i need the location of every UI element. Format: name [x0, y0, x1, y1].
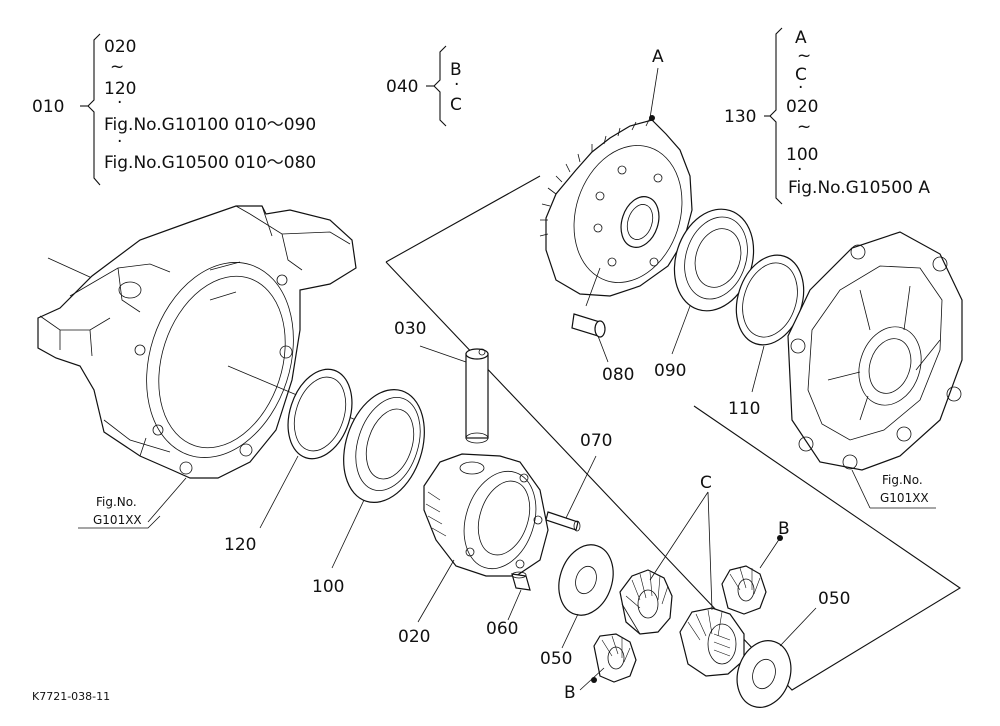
- figref-right-line1: Fig.No.: [882, 473, 923, 487]
- group-040-line: C: [450, 95, 462, 115]
- bolt-080: [571, 313, 609, 363]
- group-040-bracket: 040 B · C: [386, 45, 462, 127]
- bearing-100: [331, 389, 425, 569]
- shim-110: [735, 254, 805, 393]
- group-010-line: ·: [117, 132, 122, 152]
- group-130-line: ·: [797, 160, 802, 180]
- group-010-line: Fig.No.G10100 010～090: [104, 115, 316, 135]
- callout-030: 030: [394, 319, 426, 339]
- group-040-ref: 040: [386, 77, 418, 97]
- group-130-line: A: [795, 28, 807, 48]
- callout-020: 020: [398, 627, 430, 647]
- side-gear-c-lower: [679, 607, 745, 677]
- callout-a: A: [652, 47, 664, 67]
- group-010-line: ~: [110, 57, 124, 77]
- group-130-line: ~: [797, 117, 811, 137]
- callout-leaders: [579, 115, 783, 691]
- figref-left-line2: G101XX: [93, 513, 142, 527]
- pinion-gear-b-lower: [593, 633, 637, 683]
- callout-070: 070: [580, 431, 612, 451]
- drawing-code: K7721-038-11: [32, 690, 110, 703]
- group-010-line: 020: [104, 37, 136, 57]
- figref-right-line2: G101XX: [880, 491, 929, 505]
- group-130-line: ·: [798, 78, 803, 98]
- callout-dot: [649, 115, 655, 121]
- group-040-line: B: [450, 60, 462, 80]
- callout-c: C: [700, 473, 712, 493]
- group-010-line: ·: [117, 93, 122, 113]
- gear-case-housing: [37, 205, 357, 479]
- group-010-line: 120: [104, 79, 136, 99]
- assembly-outline: [385, 175, 962, 691]
- callout-050-left: 050: [540, 649, 572, 669]
- group-040-line: ·: [454, 75, 459, 95]
- callout-110: 110: [728, 399, 760, 419]
- housing-cover-right: [787, 231, 963, 471]
- callout-dot: [777, 535, 783, 541]
- callout-dot: [591, 677, 597, 683]
- figref-left: Fig.No. G101XX: [78, 477, 187, 529]
- group-130-line: ~: [797, 46, 811, 66]
- thrust-washer-050-right: [736, 607, 817, 708]
- callout-120: 120: [224, 535, 256, 555]
- callout-090: 090: [654, 361, 686, 381]
- figref-right: Fig.No. G101XX: [851, 469, 936, 509]
- pin-030: [419, 345, 489, 444]
- shim-120: [259, 368, 353, 529]
- callout-100: 100: [312, 577, 344, 597]
- callout-080: 080: [602, 365, 634, 385]
- ring-gear-a: [539, 67, 693, 307]
- callout-050-right: 050: [818, 589, 850, 609]
- group-130-line: 100: [786, 145, 818, 165]
- group-010-ref: 010: [32, 97, 64, 117]
- pinion-gear-b-upper: [721, 565, 767, 615]
- dowel-060: [507, 571, 531, 621]
- group-130-ref: 130: [724, 107, 756, 127]
- group-130-line: C: [795, 65, 807, 85]
- callout-b-upper: B: [778, 519, 790, 539]
- group-130-line: 020: [786, 97, 818, 117]
- differential-case-020: [417, 453, 549, 623]
- side-gear-c-upper: [619, 569, 673, 635]
- group-010-line: Fig.No.G10500 010～080: [104, 153, 316, 173]
- callout-b-lower: B: [564, 683, 576, 703]
- group-130-line: Fig.No.G10500 A: [788, 178, 930, 198]
- group-130-bracket: 130 A ~ C · 020 ~ 100 · Fig.No.G10500 A: [724, 27, 930, 205]
- figref-left-line1: Fig.No.: [96, 495, 137, 509]
- thrust-washer-050-left: [558, 544, 614, 649]
- bolt-070: [545, 455, 597, 532]
- callout-060: 060: [486, 619, 518, 639]
- group-010-bracket: 010 020 ~ 120 · Fig.No.G10100 010～090 · …: [32, 33, 316, 186]
